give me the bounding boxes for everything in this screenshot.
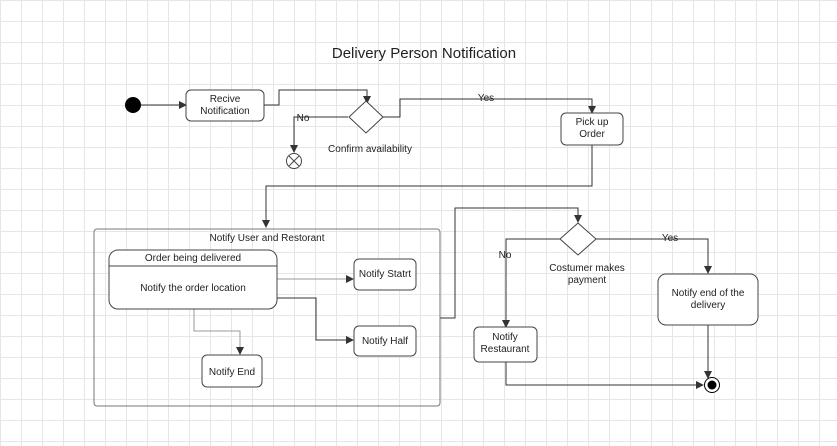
- notify-half-node[interactable]: Notify Half: [353, 325, 417, 357]
- order-being-delivered-state[interactable]: Order being delivered Notify the order l…: [108, 249, 278, 310]
- edge-restaurant-to-end: [505, 362, 704, 389]
- receive-notification-label-line1: Recive: [210, 94, 241, 105]
- group-title: Notify User and Restorant: [209, 233, 324, 244]
- terminate-node: [286, 153, 302, 169]
- confirm-availability-decision[interactable]: [348, 100, 384, 134]
- notify-restaurant-label-line1: Notify: [492, 332, 518, 343]
- confirm-availability-label: Confirm availability: [328, 144, 412, 155]
- edge-order-to-end: [193, 309, 244, 355]
- diagram-title: Delivery Person Notification: [332, 45, 516, 62]
- edge-order-to-half: [277, 297, 354, 344]
- notify-start-node[interactable]: Notify Statrt: [353, 258, 417, 291]
- initial-node: [125, 97, 141, 113]
- order-state-title: Order being delivered: [145, 253, 241, 264]
- edge-confirm-yes: [383, 98, 596, 118]
- customer-payment-decision[interactable]: [559, 222, 597, 256]
- notify-end-delivery-label-line1: Notify end of the: [672, 288, 745, 299]
- edge-payment-yes: [596, 238, 712, 274]
- edge-pickup-to-group: [262, 145, 593, 228]
- payment-label-line1: Costumer makes: [549, 263, 625, 274]
- notify-restaurant-node[interactable]: Notify Restaurant: [473, 326, 538, 363]
- confirm-yes-label: Yes: [478, 93, 494, 104]
- order-state-body: Notify the order location: [140, 283, 246, 294]
- edge-group-to-payment: [440, 207, 582, 319]
- pickup-order-label-line1: Pick up: [576, 117, 609, 128]
- notify-start-label: Notify Statrt: [359, 269, 411, 280]
- edges: [141, 89, 712, 389]
- receive-notification-node[interactable]: Recive Notification: [185, 89, 265, 122]
- notify-user-restaurant-group: Notify User and Restorant: [93, 228, 441, 407]
- notify-end-delivery-label-line2: delivery: [691, 300, 725, 311]
- notify-restaurant-label-line2: Restaurant: [481, 344, 530, 355]
- payment-label-line2: payment: [568, 275, 607, 286]
- pickup-order-label-line2: Order: [579, 129, 605, 140]
- edge-payment-no: [502, 238, 560, 328]
- pickup-order-node[interactable]: Pick up Order: [560, 112, 624, 146]
- notify-end-of-delivery-node[interactable]: Notify end of the delivery: [657, 273, 759, 326]
- edge-receive-to-confirm: [264, 89, 371, 106]
- receive-notification-label-line2: Notification: [200, 106, 249, 117]
- notify-half-label: Notify Half: [362, 336, 408, 347]
- notify-end-label: Notify End: [209, 367, 255, 378]
- notify-end-node[interactable]: Notify End: [201, 354, 263, 388]
- edge-confirm-no: [290, 116, 348, 153]
- final-node: [704, 377, 720, 393]
- payment-yes-label: Yes: [662, 233, 678, 244]
- confirm-no-label: No: [297, 113, 310, 124]
- payment-no-label: No: [499, 250, 512, 261]
